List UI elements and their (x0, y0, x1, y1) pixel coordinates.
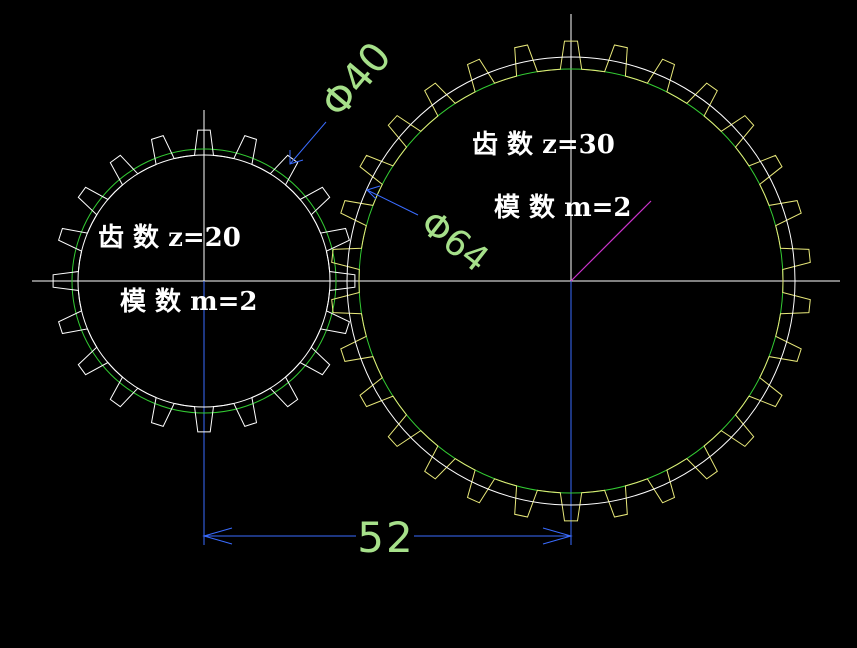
center-distance-label: 52 (357, 513, 414, 562)
center-distance-dimension (202, 527, 573, 545)
small-gear-diameter-label: Φ40 (312, 34, 400, 127)
small-gear-pitch-circle (71, 148, 337, 414)
large-gear-diameter-leader (366, 185, 419, 216)
small-gear-diameter-leader (289, 121, 327, 165)
large-gear-teeth-label: 齿 数 z=30 (472, 130, 615, 160)
large-gear-radius-line (570, 200, 652, 282)
large-gear-root-circle (346, 56, 796, 506)
small-gear-teeth-label: 齿 数 z=20 (98, 223, 241, 253)
small-gear-module-label: 模 数 m=2 (120, 287, 258, 317)
small-gear-root-circle (77, 154, 331, 408)
large-gear-diameter-label: Φ64 (412, 203, 496, 281)
large-gear-module-label: 模 数 m=2 (494, 193, 632, 223)
